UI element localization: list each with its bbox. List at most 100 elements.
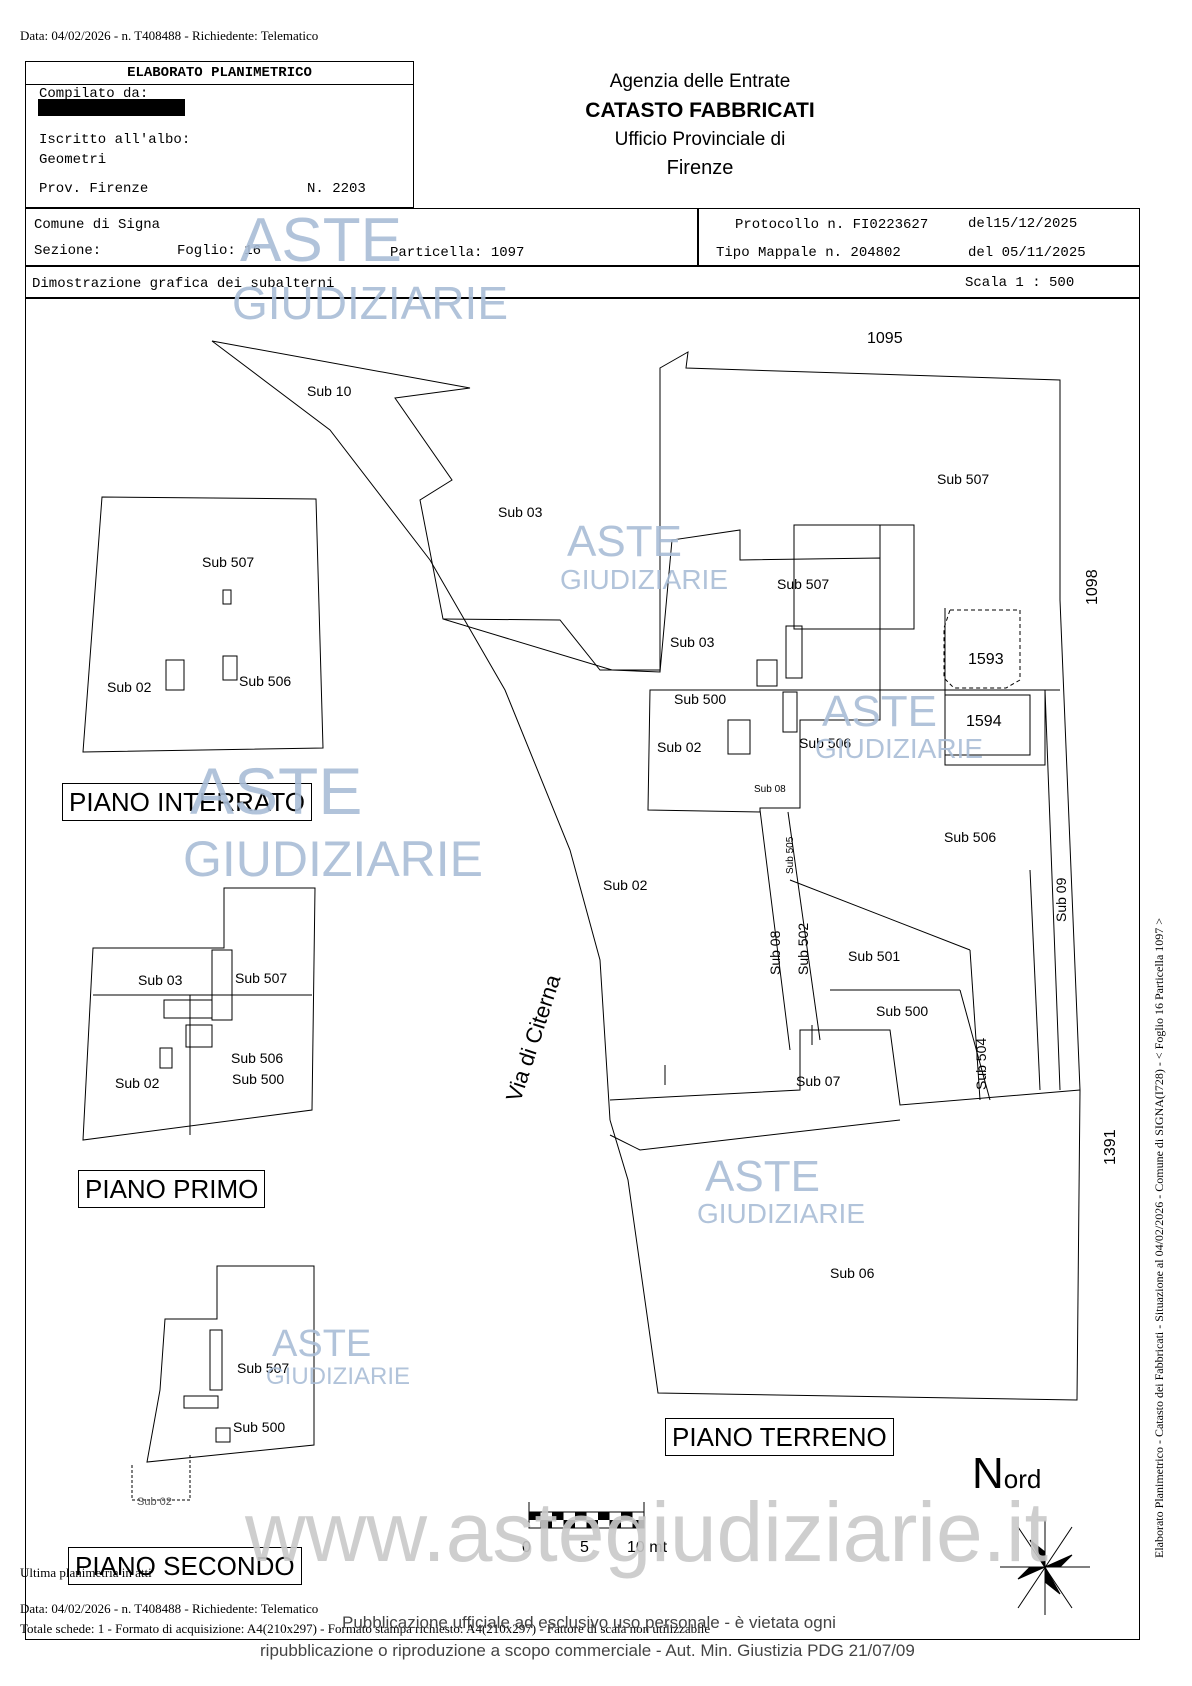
- sub502-label: Sub 502: [795, 923, 811, 975]
- stair-icon: [165, 659, 185, 691]
- interrato-outline: [82, 496, 324, 753]
- sub02-label: Sub 02: [107, 679, 152, 695]
- sub507-label: Sub 507: [777, 576, 829, 592]
- parcel-1593-label: 1593: [968, 651, 1004, 668]
- albo-value: Geometri: [39, 152, 107, 168]
- sub02-label: Sub 02: [657, 739, 702, 755]
- sub07-outline: [609, 1029, 1081, 1106]
- sub504-label: Sub 504: [973, 1038, 989, 1090]
- scale-10-label: 10 mt: [627, 1539, 668, 1556]
- side-text: Elaborato Planimetrico - Catasto dei Fab…: [1152, 917, 1166, 1558]
- stair-icon: [211, 949, 233, 1021]
- sub09-label: Sub 09: [1053, 877, 1069, 922]
- parcel-boundary: [211, 340, 611, 1121]
- watermark-aste: ASTE: [190, 754, 363, 828]
- sub02-label: Sub 02: [603, 877, 648, 893]
- strip-line: [1044, 689, 1061, 1091]
- protocollo-date: del15/12/2025: [968, 216, 1078, 232]
- watermark-giudiziarie: GIUDIZIARIE: [697, 1198, 866, 1229]
- prov-value: Prov. Firenze: [39, 181, 149, 197]
- stair-marks: [159, 589, 803, 1443]
- floor-label-terreno: PIANO TERRENO: [665, 1418, 894, 1456]
- sub506-label: Sub 506: [799, 735, 851, 751]
- scale-bar-checks: [529, 1512, 644, 1528]
- sub500-label: Sub 500: [876, 1003, 928, 1019]
- agency-line3: Ufficio Provinciale di: [614, 129, 786, 150]
- sub06-label: Sub 06: [830, 1265, 875, 1281]
- sub506-label: Sub 506: [944, 829, 996, 845]
- agency-line1: Agenzia delle Entrate: [609, 71, 791, 92]
- stair-icon: [183, 1395, 219, 1409]
- strip-line: [787, 811, 821, 1041]
- compilato-label: Compilato da:: [39, 86, 149, 102]
- floor-label-secondo: PIANO SECONDO: [68, 1547, 302, 1585]
- sub501-label: Sub 501: [848, 948, 900, 964]
- main-frame: [25, 208, 1140, 1640]
- sub507-label: Sub 507: [937, 471, 989, 487]
- agency-line2: CATASTO FABBRICATI: [585, 99, 815, 122]
- sub501-line: [969, 949, 981, 1101]
- floor-label-primo: PIANO PRIMO: [78, 1170, 266, 1208]
- watermark-aste: ASTE: [240, 206, 402, 275]
- primo-outline: [82, 887, 316, 1141]
- stair-icon: [185, 1024, 213, 1048]
- watermark-site: www.astegiudiziarie.it: [245, 1485, 1049, 1579]
- sub03-label: Sub 03: [670, 634, 715, 650]
- elaborato-title: ELABORATO PLANIMETRICO: [26, 62, 413, 85]
- street-label: Via di Citerna: [501, 971, 566, 1105]
- iscritto-label: Iscritto all'albo:: [39, 132, 191, 148]
- stair-icon: [222, 589, 232, 605]
- parcel-1594-label: 1594: [966, 713, 1002, 730]
- redaction-bar: [38, 99, 185, 116]
- sub507-label: Sub 507: [235, 970, 287, 986]
- sub02-label: Sub 02: [115, 1075, 160, 1091]
- watermark-giudiziarie: GIUDIZIARIE: [815, 733, 984, 764]
- parcel-1593: [943, 609, 1021, 689]
- sub506-label: Sub 506: [239, 673, 291, 689]
- sub507-label: Sub 507: [237, 1360, 289, 1376]
- scale-bar: 0 5 10 mt: [522, 1502, 668, 1556]
- plan-labels: 1095 1098 1391 1593 1594 Via di Citerna …: [107, 330, 1119, 1508]
- sub07-label: Sub 07: [796, 1073, 841, 1089]
- divider: [25, 297, 1140, 299]
- sub500-label: Sub 500: [232, 1071, 284, 1087]
- watermark-giudiziarie: GIUDIZIARIE: [560, 564, 729, 595]
- watermark-aste: ASTE: [567, 517, 682, 566]
- sub03-label: Sub 03: [138, 972, 183, 988]
- north-label-rest: ord: [1003, 1464, 1042, 1494]
- sub03-lines: [442, 618, 660, 671]
- sub506-label: Sub 506: [231, 1050, 283, 1066]
- sub08-label: Sub 08: [767, 930, 783, 975]
- parcel-outline: [211, 340, 1081, 1401]
- sub504-line: [959, 989, 991, 1101]
- sub500-label: Sub 500: [674, 691, 726, 707]
- parcel-1594-boundary: [944, 608, 1046, 766]
- footer-data: Data: 04/02/2026 - n. T408488 - Richiede…: [20, 1601, 319, 1616]
- north-label: Nord: [972, 1452, 1041, 1496]
- plan-lines: [82, 340, 1081, 1501]
- comune-value: Comune di Signa: [34, 217, 161, 233]
- compass-rose-icon: [1000, 1520, 1090, 1615]
- parcel-1095-label: 1095: [867, 330, 903, 347]
- agency-line4: Firenze: [666, 157, 734, 179]
- elaborato-box: ELABORATO PLANIMETRICO Compilato da: Isc…: [25, 61, 414, 208]
- stair-icon: [756, 659, 778, 687]
- divider: [697, 208, 699, 265]
- parcel-1391-label: 1391: [1102, 1129, 1119, 1165]
- stair-icon: [727, 719, 751, 755]
- strip-line: [759, 809, 791, 1051]
- stair-icon: [159, 1047, 173, 1069]
- sub07-outline: [609, 1119, 901, 1151]
- north-label-n: N: [972, 1449, 1004, 1498]
- tipo-mappale-value: Tipo Mappale n. 204802: [716, 245, 901, 261]
- stair-icon: [209, 1329, 223, 1391]
- dimostrazione-label: Dimostrazione grafica dei subalterni: [32, 276, 335, 292]
- sub10-label: Sub 10: [307, 383, 352, 399]
- parcel-1098-label: 1098: [1084, 569, 1101, 605]
- numero-value: N. 2203: [307, 181, 366, 197]
- protocollo-value: Protocollo n. FI0223627: [735, 217, 929, 233]
- sub500-label: Sub 500: [233, 1419, 285, 1435]
- sub505-label: Sub 505: [785, 836, 796, 874]
- building-core: [647, 529, 881, 813]
